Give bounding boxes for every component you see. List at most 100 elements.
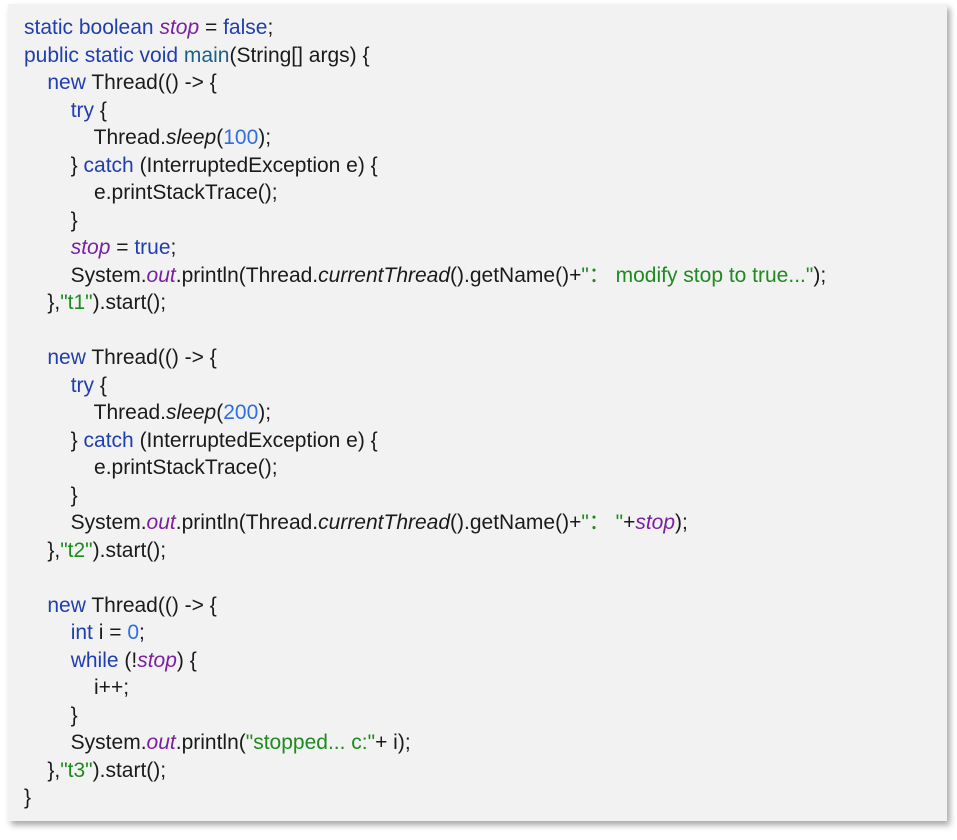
code-token: =	[199, 16, 224, 39]
code-token: Thread(() -> {	[91, 71, 217, 94]
code-line: Thread.sleep(100);	[24, 124, 939, 152]
code-line: System.out.println(Thread.currentThread(…	[24, 509, 939, 537]
code-token: "t1"	[60, 291, 93, 314]
code-token: System.	[24, 263, 147, 287]
code-token	[24, 346, 47, 369]
code-token: .println(Thread.	[175, 511, 319, 534]
code-token: false	[223, 16, 268, 39]
code-token: currentThread	[318, 511, 451, 534]
code-token: 200	[223, 401, 259, 424]
code-token: "： "	[581, 511, 624, 534]
code-line: }	[24, 482, 939, 510]
code-token: new	[47, 71, 92, 94]
code-token: }	[24, 153, 84, 177]
code-token: stop	[635, 511, 676, 534]
code-token: currentThread	[318, 263, 451, 287]
code-line: ​	[24, 317, 939, 345]
code-token: int	[70, 621, 99, 644]
code-token	[24, 621, 71, 644]
code-token: }	[24, 786, 32, 809]
code-token: i =	[98, 621, 128, 644]
code-token: .println(Thread.	[175, 263, 319, 287]
code-token: out	[146, 731, 176, 754]
code-token: e.printStackTrace();	[24, 456, 278, 479]
code-token: .println(	[175, 731, 246, 754]
code-token: =	[110, 236, 135, 259]
code-line: int i = 0;	[24, 619, 939, 647]
code-token: while	[70, 648, 125, 672]
code-token: Thread.	[24, 401, 167, 424]
code-token: }	[24, 483, 78, 507]
code-token: (String[] args) {	[229, 43, 370, 67]
code-token: );	[813, 263, 827, 287]
code-line: new Thread(() -> {	[24, 344, 939, 372]
code-line: i++;	[24, 674, 939, 702]
code-token: sleep	[166, 126, 217, 149]
code-token: public static void	[24, 43, 184, 67]
code-token	[24, 649, 71, 672]
code-token: stop	[70, 236, 111, 259]
code-line: } catch (InterruptedException e) {	[24, 427, 939, 455]
code-token: ).start();	[92, 758, 167, 782]
code-token: out	[146, 263, 176, 287]
code-line: },"t1").start();	[24, 289, 939, 317]
code-token	[24, 236, 71, 259]
code-token: System.	[24, 511, 147, 534]
code-line: new Thread(() -> {	[24, 69, 939, 97]
code-token	[24, 374, 71, 397]
code-token: catch	[83, 428, 140, 452]
code-line: new Thread(() -> {	[24, 592, 939, 620]
code-token: catch	[83, 153, 140, 177]
code-token: ().getName()+	[450, 511, 582, 534]
code-token: sleep	[166, 401, 217, 424]
code-line: static boolean stop = false;	[24, 14, 939, 42]
code-token: (InterruptedException e) {	[139, 153, 378, 177]
code-token	[24, 99, 71, 122]
code-token: true	[134, 236, 171, 259]
code-token: },	[24, 538, 61, 562]
code-token: 100	[223, 126, 259, 149]
code-token: );	[258, 401, 272, 424]
code-token: (	[216, 401, 224, 424]
code-token: }	[24, 428, 84, 452]
code-token: ;	[139, 621, 145, 644]
code-token: );	[258, 126, 272, 149]
code-token: new	[47, 593, 92, 617]
code-token: {	[99, 373, 107, 397]
code-token: },	[24, 291, 61, 314]
code-token: Thread(() -> {	[91, 593, 217, 617]
code-token: try	[70, 373, 100, 397]
code-line: e.printStackTrace();	[24, 179, 939, 207]
code-line: } catch (InterruptedException e) {	[24, 152, 939, 180]
code-line: System.out.println("stopped... c:"+ i);	[24, 729, 939, 757]
code-token: try	[70, 98, 100, 122]
code-token: + i);	[375, 731, 411, 754]
code-token: ).start();	[92, 538, 167, 562]
code-token: (	[216, 126, 224, 149]
code-token: System.	[24, 731, 147, 754]
code-token: i++;	[24, 676, 130, 699]
code-line: e.printStackTrace();	[24, 454, 939, 482]
code-token: "t2"	[60, 538, 93, 562]
code-token: );	[675, 511, 688, 534]
code-token: "stopped... c:"	[245, 731, 376, 754]
code-token: "： modify stop to true..."	[581, 263, 814, 287]
code-snippet-panel: static boolean stop = false;public stati…	[8, 4, 947, 821]
code-token: Thread(() -> {	[91, 346, 217, 369]
code-token: ().getName()+	[450, 263, 582, 287]
code-line: ​	[24, 564, 939, 592]
code-token: ;	[170, 236, 177, 259]
code-line: },"t2").start();	[24, 537, 939, 565]
code-token: {	[99, 98, 107, 122]
code-line: }	[24, 702, 939, 730]
code-token: 0	[127, 621, 139, 644]
code-line: },"t3").start();	[24, 757, 939, 785]
code-token: main	[183, 43, 230, 67]
code-token: (InterruptedException e) {	[139, 428, 378, 452]
code-token: new	[47, 346, 92, 369]
code-token: out	[146, 511, 176, 534]
code-token: stop	[159, 16, 200, 39]
code-line: System.out.println(Thread.currentThread(…	[24, 262, 939, 290]
code-token: }	[24, 703, 78, 727]
code-body: static boolean stop = false;public stati…	[24, 14, 939, 812]
